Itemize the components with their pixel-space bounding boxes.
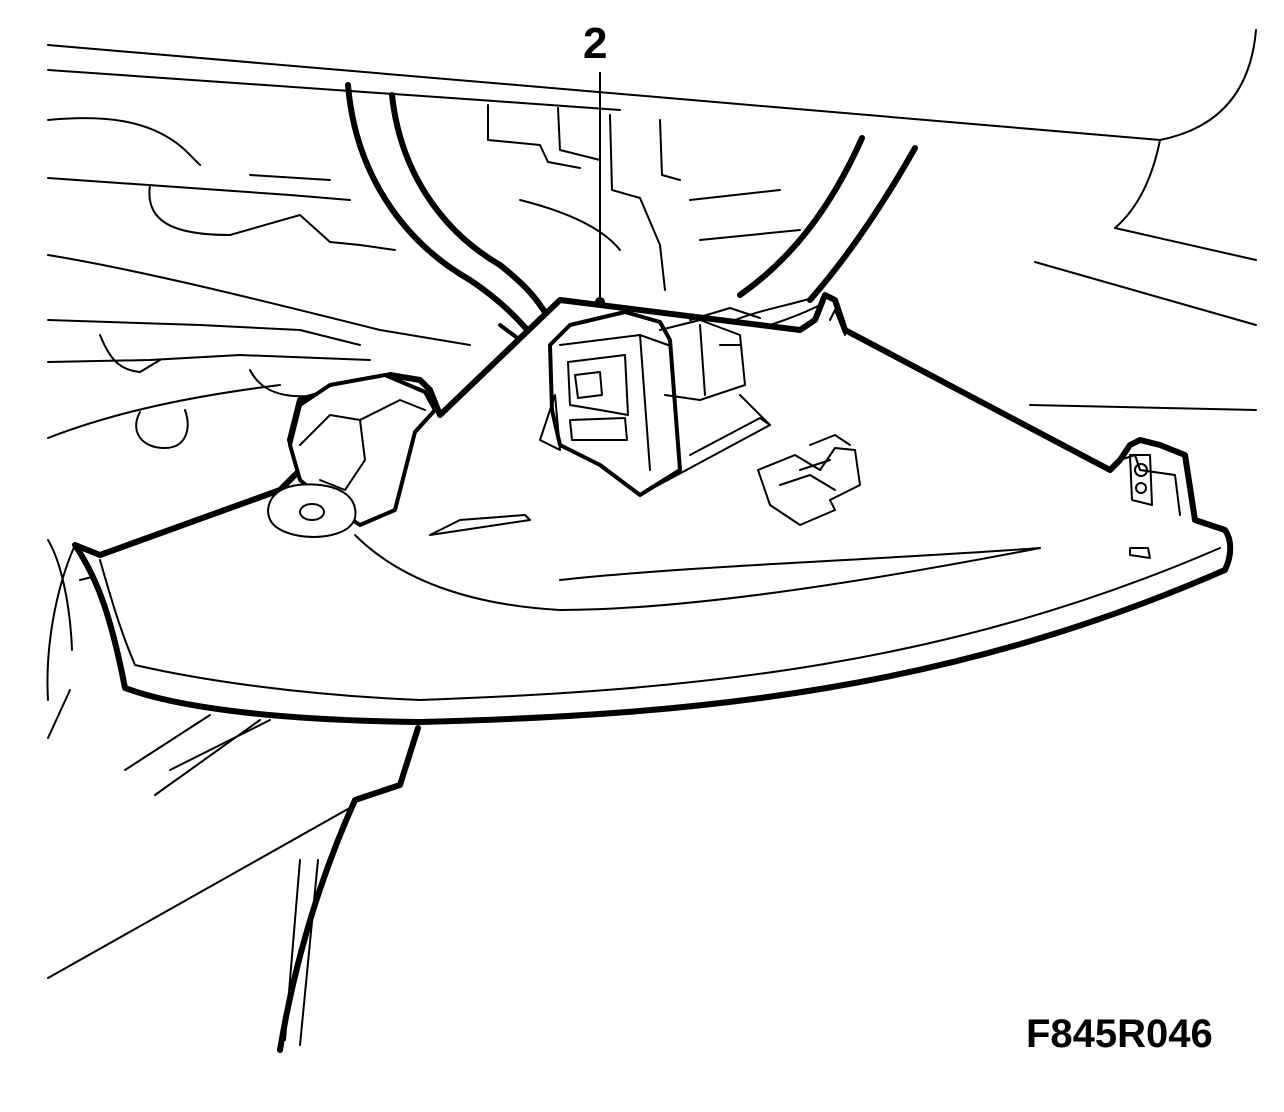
callout-number: 2 <box>583 19 608 68</box>
mounting-bracket <box>267 373 531 538</box>
lower-structure <box>46 544 421 1053</box>
retaining-clip <box>757 434 861 526</box>
callout-leader <box>595 72 605 307</box>
electrical-connector <box>539 307 771 497</box>
figure-reference-code: F845R046 <box>1026 1012 1213 1056</box>
